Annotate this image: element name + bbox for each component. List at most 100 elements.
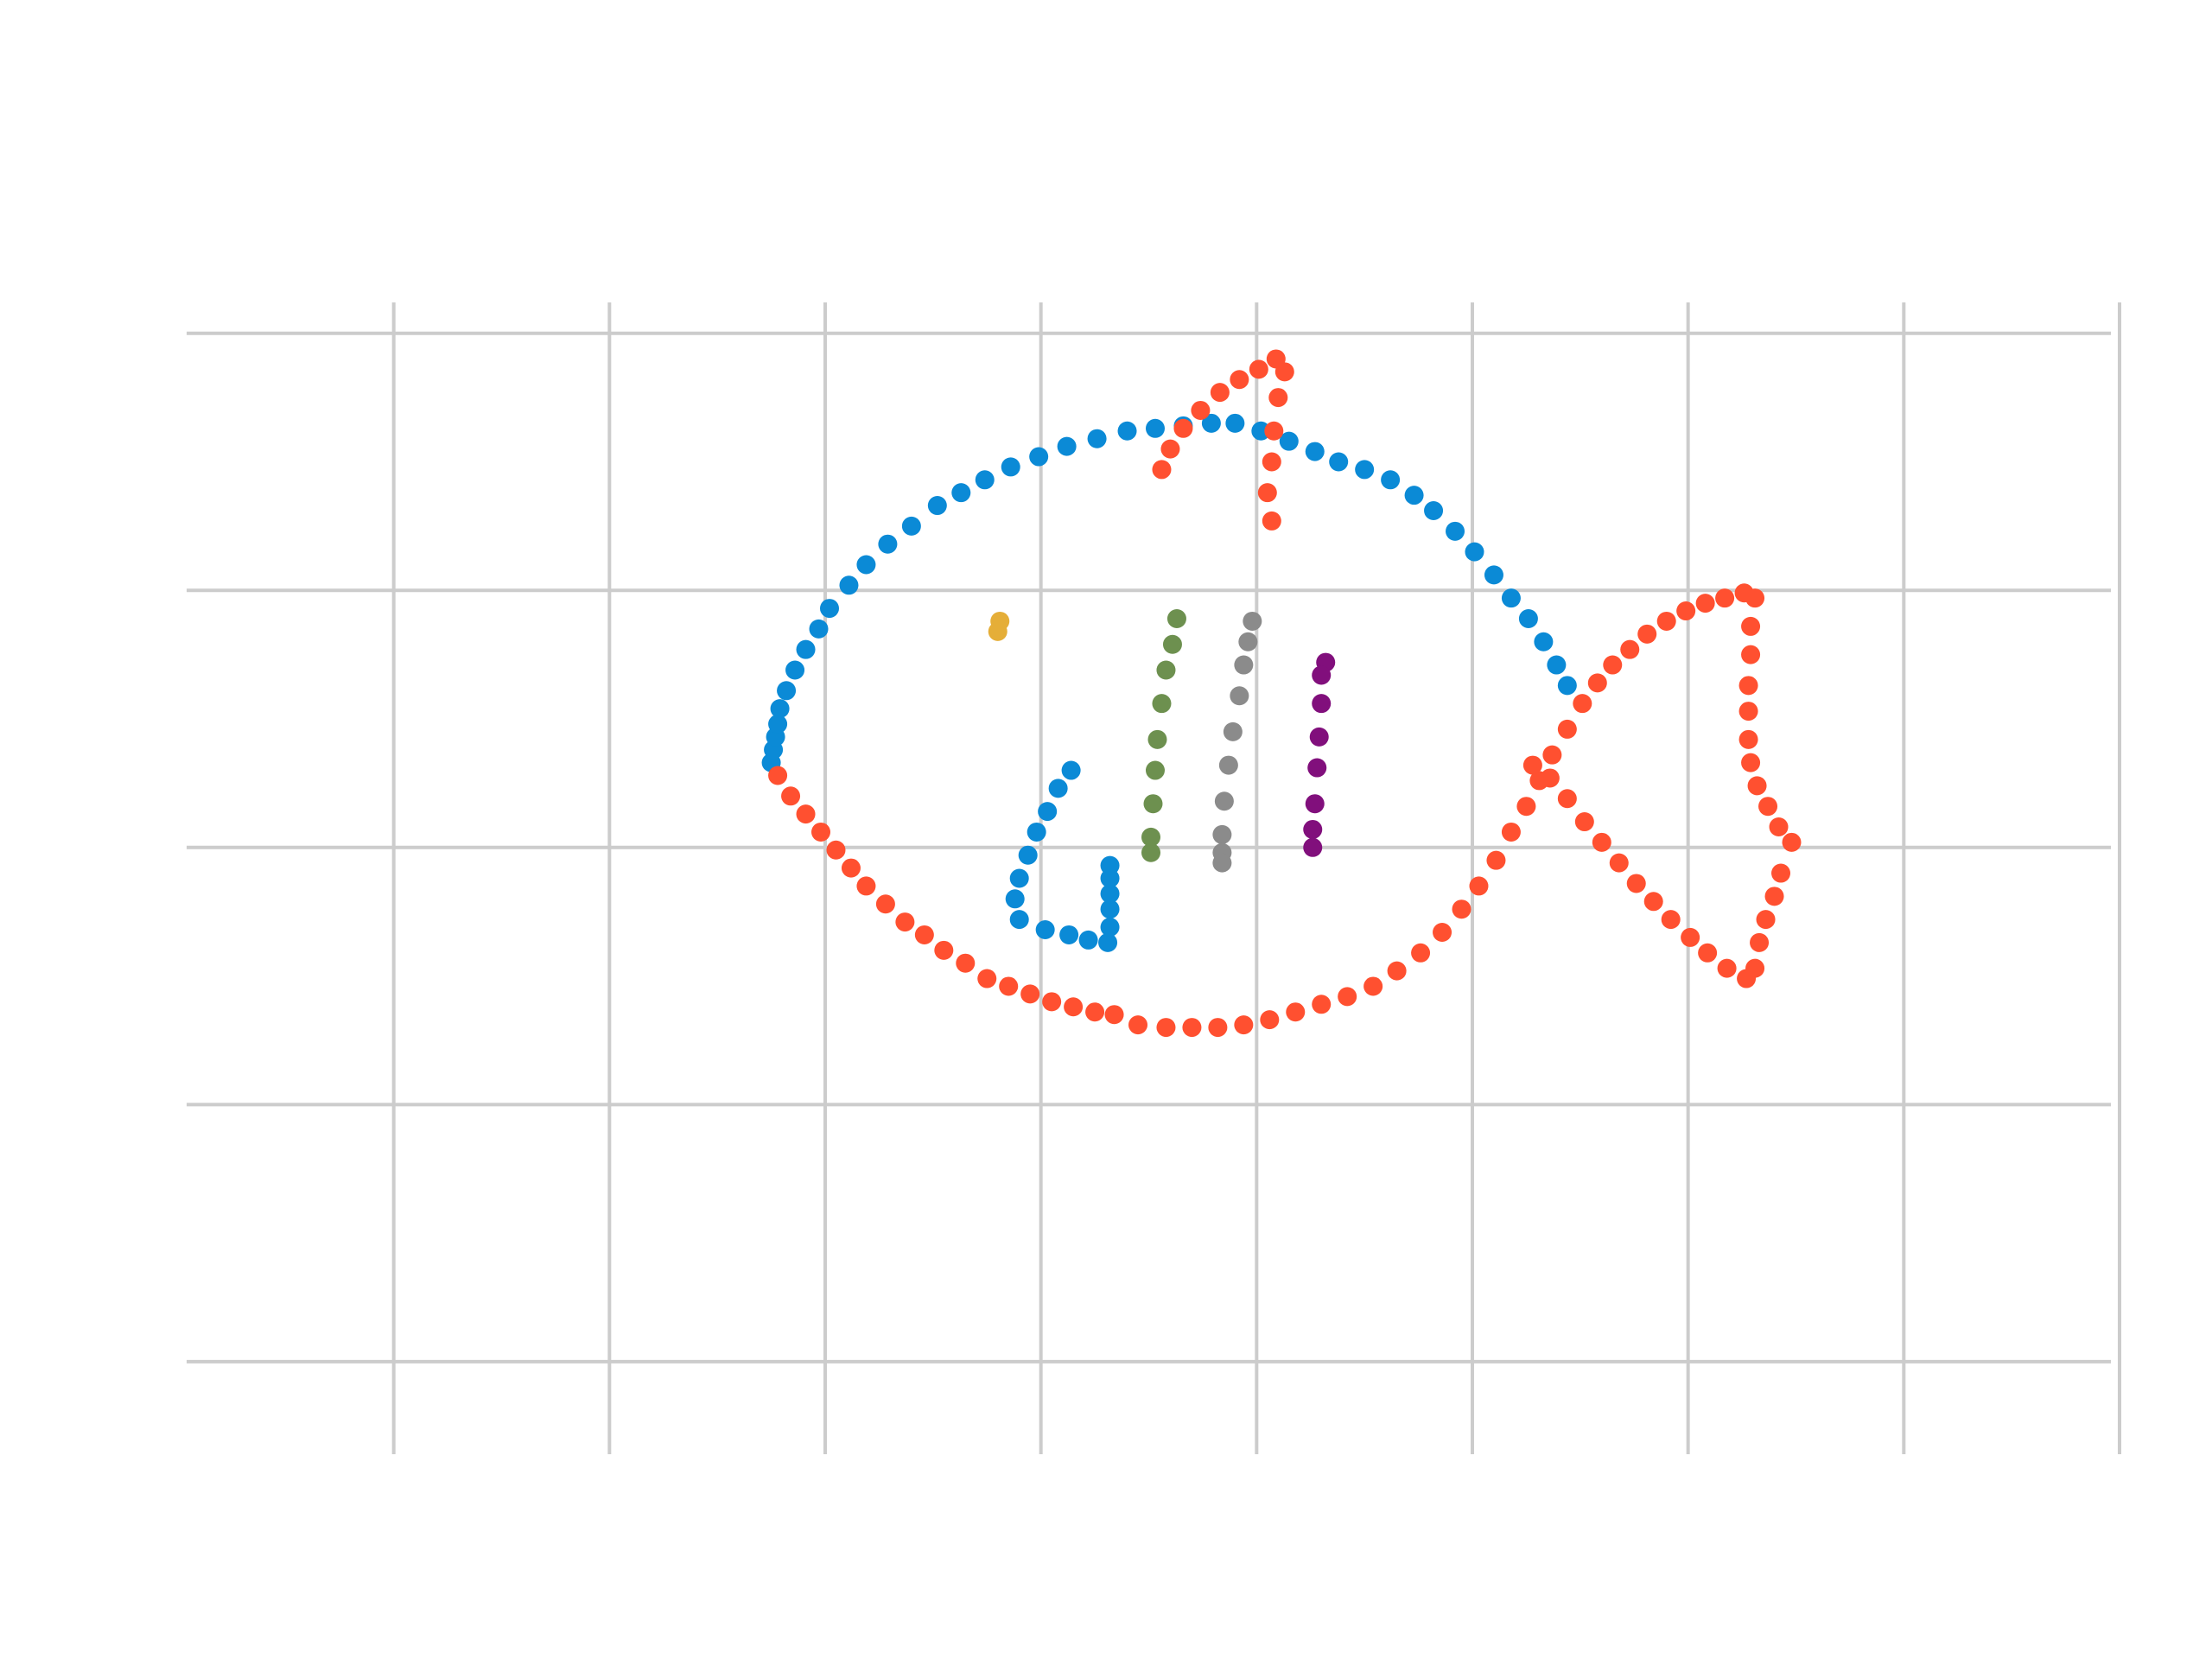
data-point bbox=[1750, 932, 1770, 952]
data-point bbox=[1741, 616, 1761, 636]
data-point bbox=[1620, 639, 1640, 659]
data-point bbox=[826, 840, 846, 860]
data-point bbox=[1745, 588, 1765, 608]
data-point bbox=[975, 470, 995, 490]
data-point bbox=[1286, 1002, 1306, 1022]
data-point bbox=[1643, 892, 1663, 912]
data-point bbox=[1338, 987, 1357, 1007]
data-point bbox=[1048, 779, 1068, 798]
series-4 bbox=[1141, 608, 1186, 862]
data-point bbox=[1363, 976, 1383, 996]
data-point bbox=[777, 681, 797, 701]
data-point bbox=[927, 496, 947, 516]
data-point bbox=[1038, 802, 1058, 822]
data-point bbox=[1230, 686, 1249, 706]
data-point bbox=[1268, 388, 1288, 408]
series-6 bbox=[1303, 652, 1336, 857]
data-point bbox=[1141, 842, 1160, 862]
data-point bbox=[1637, 624, 1657, 644]
data-point bbox=[1009, 910, 1029, 930]
data-point bbox=[1104, 1005, 1124, 1025]
data-point bbox=[1234, 1015, 1254, 1035]
data-point bbox=[1486, 850, 1506, 870]
data-point bbox=[856, 555, 876, 575]
data-point bbox=[781, 786, 801, 806]
data-point bbox=[1305, 794, 1325, 814]
data-point bbox=[1064, 997, 1084, 1017]
data-point bbox=[1156, 660, 1176, 680]
data-point bbox=[1738, 729, 1758, 749]
data-point bbox=[1557, 719, 1577, 739]
data-point bbox=[1355, 460, 1375, 480]
data-point bbox=[1166, 608, 1186, 628]
data-point bbox=[1018, 845, 1038, 865]
data-point bbox=[1446, 521, 1465, 541]
data-point bbox=[1698, 943, 1718, 963]
data-point bbox=[1152, 694, 1172, 714]
data-point bbox=[1603, 655, 1623, 675]
data-point bbox=[1214, 791, 1234, 811]
data-point bbox=[1059, 925, 1079, 944]
data-point bbox=[841, 858, 861, 878]
data-point bbox=[1279, 431, 1299, 451]
data-point bbox=[1238, 632, 1258, 652]
data-point bbox=[1100, 899, 1120, 919]
data-point bbox=[1433, 922, 1452, 942]
data-point bbox=[1087, 429, 1107, 448]
data-point bbox=[956, 953, 976, 973]
data-point bbox=[1626, 874, 1646, 893]
data-point bbox=[1029, 447, 1049, 467]
data-point bbox=[1574, 812, 1594, 832]
data-point bbox=[1057, 436, 1077, 456]
data-point bbox=[1540, 768, 1560, 788]
data-point bbox=[796, 804, 816, 824]
data-point bbox=[1741, 645, 1761, 664]
series-1 bbox=[761, 413, 1577, 952]
data-point bbox=[809, 619, 829, 639]
data-point bbox=[1147, 729, 1167, 749]
data-point bbox=[1191, 400, 1211, 420]
data-point bbox=[1173, 418, 1193, 438]
data-point bbox=[1501, 822, 1521, 842]
data-point bbox=[1452, 899, 1471, 919]
data-point bbox=[1542, 745, 1562, 765]
data-point bbox=[1547, 655, 1567, 675]
data-point bbox=[1534, 632, 1554, 652]
data-point bbox=[1387, 961, 1407, 981]
data-point bbox=[901, 516, 921, 536]
data-point bbox=[1274, 362, 1294, 382]
data-point bbox=[1747, 776, 1767, 796]
data-point bbox=[1764, 887, 1784, 906]
data-point bbox=[1212, 824, 1232, 844]
data-point bbox=[1262, 452, 1281, 472]
data-point bbox=[1469, 876, 1489, 896]
data-point bbox=[1210, 383, 1230, 403]
data-point bbox=[1208, 1018, 1228, 1038]
data-point bbox=[1557, 789, 1577, 809]
data-point bbox=[1592, 832, 1611, 852]
data-point bbox=[1145, 418, 1165, 438]
data-point bbox=[819, 599, 839, 619]
data-point bbox=[895, 912, 915, 932]
data-point bbox=[1061, 760, 1081, 780]
data-point bbox=[785, 660, 805, 680]
data-point bbox=[811, 822, 831, 842]
data-point bbox=[1212, 853, 1232, 873]
data-point bbox=[1020, 984, 1040, 1004]
data-point bbox=[1218, 755, 1238, 775]
data-point bbox=[1160, 439, 1180, 459]
data-point bbox=[1501, 588, 1521, 608]
data-point bbox=[1771, 863, 1791, 883]
data-point bbox=[934, 940, 954, 960]
data-point bbox=[1100, 855, 1120, 875]
data-point bbox=[796, 639, 816, 659]
data-point bbox=[1249, 359, 1268, 379]
data-point bbox=[1243, 611, 1262, 631]
data-point bbox=[951, 483, 971, 503]
data-point bbox=[1223, 721, 1243, 741]
data-point bbox=[1182, 1018, 1202, 1038]
data-point bbox=[1098, 932, 1118, 952]
data-point bbox=[1303, 837, 1323, 857]
data-point bbox=[988, 621, 1007, 641]
